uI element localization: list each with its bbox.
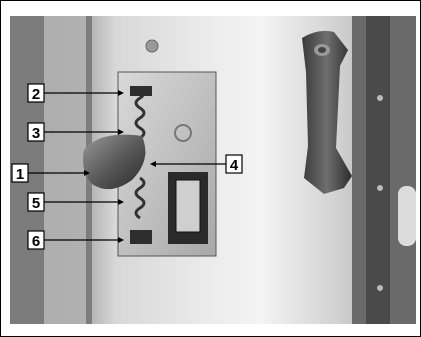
- callout-label: 3: [32, 125, 40, 142]
- callout-label: 4: [230, 157, 239, 174]
- callout-label: 5: [32, 195, 40, 212]
- callout-label: 1: [16, 166, 24, 183]
- switch-window: [176, 180, 200, 232]
- screw: [146, 40, 158, 52]
- callout-label: 2: [32, 86, 40, 103]
- callout-label: 6: [32, 233, 40, 250]
- photo: [10, 16, 416, 324]
